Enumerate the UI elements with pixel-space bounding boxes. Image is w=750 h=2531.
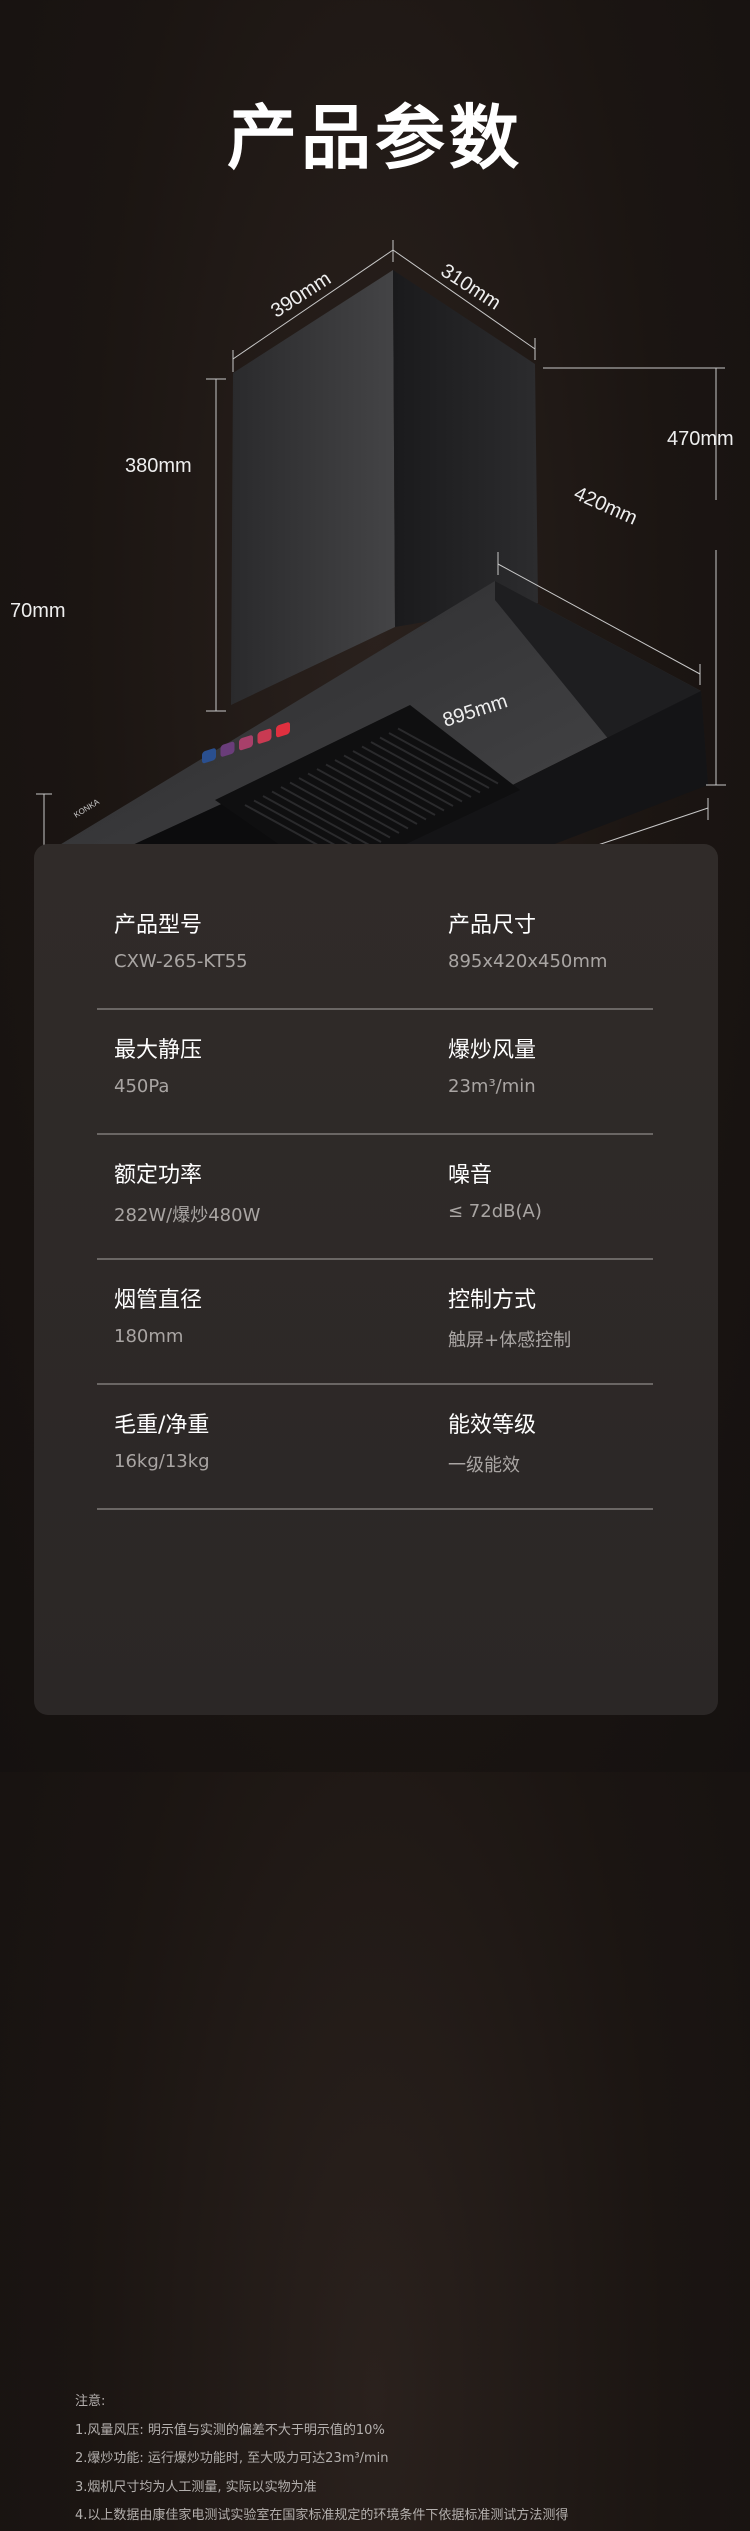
- control-button: [239, 735, 253, 751]
- page-title: 产品参数: [227, 97, 523, 179]
- grille-slat: [379, 736, 481, 794]
- spec-value: 180mm: [114, 1326, 184, 1347]
- spec-value: CXW-265-KT55: [114, 951, 248, 972]
- note-item: 1.风量风压: 明示值与实测的偏差不大于明示值的10%: [75, 2422, 385, 2438]
- grille-slat: [343, 754, 445, 812]
- spec-value: 16kg/13kg: [114, 1451, 210, 1472]
- control-buttons: [202, 722, 290, 764]
- spec-item: 最大静压 450Pa: [114, 1010, 202, 1097]
- spec-item: 能效等级一级能效: [448, 1385, 536, 1477]
- spec-item: 额定功率 282W/爆炒480W: [114, 1135, 260, 1227]
- spec-value: 23m³/min: [448, 1076, 536, 1097]
- grille-slat: [262, 795, 364, 852]
- grille-slat: [325, 763, 427, 821]
- control-button: [276, 722, 290, 738]
- brand-logo: KONKA: [72, 797, 101, 820]
- grille-slat: [352, 750, 454, 807]
- notes: 注意: 1.风量风压: 明示值与实测的偏差不大于明示值的10% 2.爆炒功能: …: [75, 2388, 568, 2531]
- spec-label: 能效等级: [448, 1413, 537, 1438]
- grille-slat: [370, 741, 472, 798]
- spec-label: 烟管直径: [114, 1288, 203, 1313]
- spec-row: 额定功率 282W/爆炒480W 噪音 ≤ 72dB(A): [97, 1135, 653, 1260]
- control-button: [220, 741, 235, 757]
- grille-slat: [334, 759, 436, 816]
- dim-total-height: 470mm: [667, 428, 734, 450]
- grille: [244, 727, 499, 861]
- spec-value: 895x420x450mm: [448, 951, 608, 972]
- grille-slat: [388, 732, 490, 789]
- grille-slat: [316, 768, 418, 825]
- spec-row: 最大静压 450Pa 爆炒风量 23m³/min: [97, 1010, 653, 1135]
- spec-item: 毛重/净重 16kg/13kg: [114, 1385, 210, 1472]
- grille-slat: [397, 727, 499, 785]
- spec-label: 爆炒风量: [448, 1038, 537, 1063]
- grille-slat: [271, 790, 373, 848]
- control-button: [202, 748, 216, 764]
- grille-slat: [298, 777, 400, 834]
- grille-slat: [289, 781, 391, 839]
- spec-row: 毛重/净重 16kg/13kg 能效等级一级能效: [97, 1385, 653, 1510]
- spec-value: 触屏+体感控制: [448, 1330, 572, 1351]
- grille-slat: [307, 772, 409, 830]
- spec-item: 控制方式触屏+体感控制: [448, 1260, 571, 1352]
- dim-chimney-height: 380mm: [125, 455, 192, 477]
- note-item: 4.以上数据由康佳家电测试实验室在国家标准规定的环境条件下依据标准测试方法测得: [75, 2508, 569, 2523]
- grille-slat: [280, 786, 382, 843]
- note-item: 3.烟机尺寸均为人工测量, 实际以实物为准: [75, 2479, 317, 2495]
- spec-label: 最大静压: [114, 1038, 203, 1063]
- spec-label: 额定功率: [114, 1163, 203, 1188]
- dim-hood-thickness: 70mm: [10, 600, 66, 622]
- spec-value: 450Pa: [114, 1076, 170, 1097]
- spec-value: 282W/爆炒480W: [114, 1205, 261, 1226]
- spec-label: 噪音: [448, 1163, 493, 1188]
- chimney: [231, 270, 538, 705]
- spec-item: 产品尺寸 895x420x450mm: [448, 885, 607, 972]
- spec-item: 产品型号 CXW-265-KT55: [114, 885, 248, 972]
- spec-label: 产品尺寸: [448, 913, 537, 938]
- spec-label: 控制方式: [448, 1288, 537, 1313]
- spec-label: 毛重/净重: [114, 1413, 210, 1438]
- spec-item: 烟管直径 180mm: [114, 1260, 202, 1347]
- spec-value: ≤ 72dB(A): [448, 1201, 542, 1222]
- spec-item: 爆炒风量 23m³/min: [448, 1010, 536, 1097]
- spec-row: 烟管直径 180mm 控制方式触屏+体感控制: [97, 1260, 653, 1385]
- grille-slat: [361, 745, 463, 803]
- spec-row: 产品型号 CXW-265-KT55 产品尺寸 895x420x450mm: [97, 885, 653, 1010]
- control-button: [257, 728, 272, 744]
- notes-heading: 注意:: [75, 2394, 106, 2409]
- note-item: 2.爆炒功能: 运行爆炒功能时, 至大吸力可达23m³/min: [75, 2451, 389, 2466]
- spec-value: 一级能效: [448, 1455, 520, 1476]
- spec-item: 噪音 ≤ 72dB(A): [448, 1135, 542, 1222]
- spec-label: 产品型号: [114, 913, 203, 938]
- spec-card: 产品型号 CXW-265-KT55 产品尺寸 895x420x450mm 最大静压 450…: [34, 844, 718, 2523]
